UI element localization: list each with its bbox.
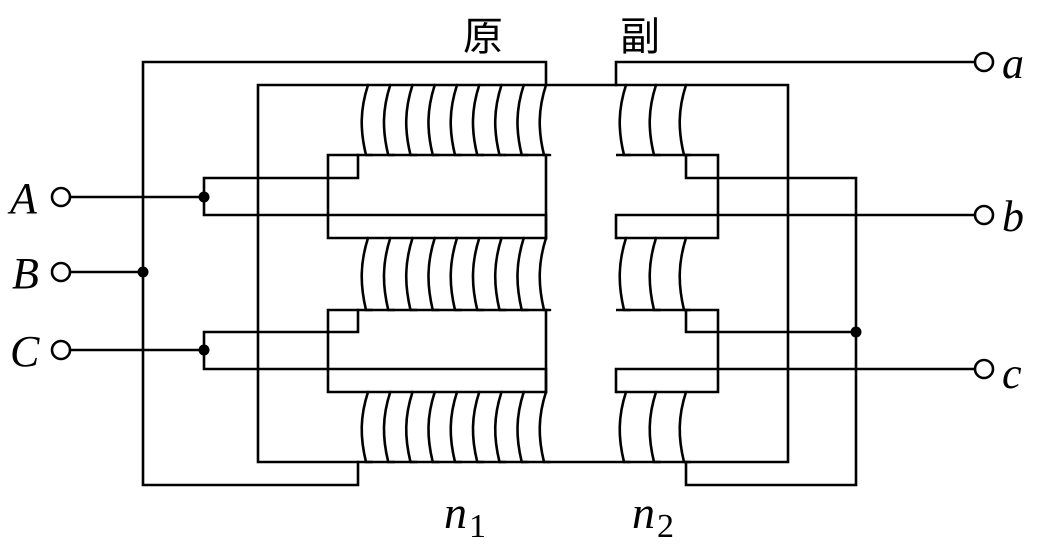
- terminal-A[interactable]: [50, 186, 72, 208]
- coil-turn: [449, 83, 463, 157]
- primary-winding-top: [360, 83, 552, 157]
- terminal-c[interactable]: [973, 358, 995, 380]
- label-a: a: [1002, 39, 1024, 88]
- label-n2-subscript: 2: [657, 508, 674, 545]
- label-n1-subscript: 1: [469, 508, 486, 545]
- core-window-2: [326, 308, 720, 394]
- coil-turn: [449, 390, 463, 464]
- coil-turn: [471, 236, 485, 312]
- label-primary: 原: [463, 14, 503, 60]
- wire-secondary-neutral-mid: [684, 308, 858, 334]
- coil-turn: [516, 236, 530, 312]
- coil-turn: [360, 83, 374, 157]
- coil-turn: [538, 390, 552, 464]
- coil-turn: [382, 390, 396, 464]
- secondary-winding-bottom: [618, 390, 692, 464]
- junction-C: [198, 344, 210, 356]
- terminal-b[interactable]: [973, 204, 995, 226]
- terminals: [50, 51, 995, 380]
- label-C: C: [10, 327, 40, 376]
- coil-turn: [618, 83, 632, 157]
- label-B: B: [12, 249, 39, 298]
- coil-turn: [404, 390, 418, 464]
- coil-turn: [538, 83, 552, 157]
- coil-turn: [382, 236, 396, 312]
- coil-turn: [493, 236, 507, 312]
- label-A: A: [7, 174, 38, 223]
- wire-secondary-neutral: [684, 153, 858, 487]
- primary-winding-bottom: [360, 390, 552, 464]
- secondary-winding-middle: [618, 236, 692, 312]
- coil-turn: [516, 390, 530, 464]
- coil-turn: [360, 390, 374, 464]
- core-outer-frame: [256, 83, 790, 464]
- label-n1: n 1: [444, 487, 486, 545]
- coil-turn: [516, 83, 530, 157]
- coil-turn: [493, 390, 507, 464]
- coil-turn: [382, 83, 396, 157]
- transformer-core: [256, 83, 790, 464]
- label-c: c: [1002, 349, 1022, 398]
- coil-turn: [678, 390, 692, 464]
- wire-neutral-B: [141, 60, 548, 487]
- terminal-C[interactable]: [50, 339, 72, 361]
- secondary-wiring: [614, 60, 977, 487]
- coil-turn: [471, 390, 485, 464]
- coil-turn: [678, 236, 692, 312]
- junction-neutral: [850, 326, 862, 338]
- coil-turn: [538, 236, 552, 312]
- label-b: b: [1002, 192, 1024, 241]
- wire-phase-A: [202, 153, 548, 240]
- label-secondary: 副: [620, 14, 660, 60]
- label-n2-symbol: n: [632, 487, 655, 538]
- label-n1-symbol: n: [444, 487, 467, 538]
- coil-turn: [404, 83, 418, 157]
- coil-turn: [471, 83, 485, 157]
- wire-phase-b: [614, 213, 977, 240]
- coil-turn: [648, 236, 662, 312]
- coil-turn: [449, 236, 463, 312]
- coil-turn: [427, 83, 441, 157]
- coil-turn: [404, 236, 418, 312]
- coil-turn: [360, 236, 374, 312]
- coil-turn: [648, 390, 662, 464]
- junction-B: [137, 266, 149, 278]
- coil-turn: [493, 83, 507, 157]
- junction-A: [198, 191, 210, 203]
- coil-turn: [427, 390, 441, 464]
- label-n2: n 2: [632, 487, 674, 545]
- coil-turn: [618, 236, 632, 312]
- secondary-winding-top: [618, 83, 692, 157]
- core-window-1: [326, 153, 720, 240]
- coil-turn: [648, 83, 662, 157]
- primary-wiring: [68, 60, 548, 487]
- terminal-B[interactable]: [50, 261, 72, 283]
- coil-turn: [427, 236, 441, 312]
- terminal-a[interactable]: [973, 51, 995, 73]
- wire-phase-a: [614, 60, 977, 87]
- wire-phase-C: [202, 308, 548, 394]
- coil-turn: [678, 83, 692, 157]
- wire-phase-c: [614, 367, 977, 394]
- coil-turn: [618, 390, 632, 464]
- primary-winding-middle: [360, 236, 552, 312]
